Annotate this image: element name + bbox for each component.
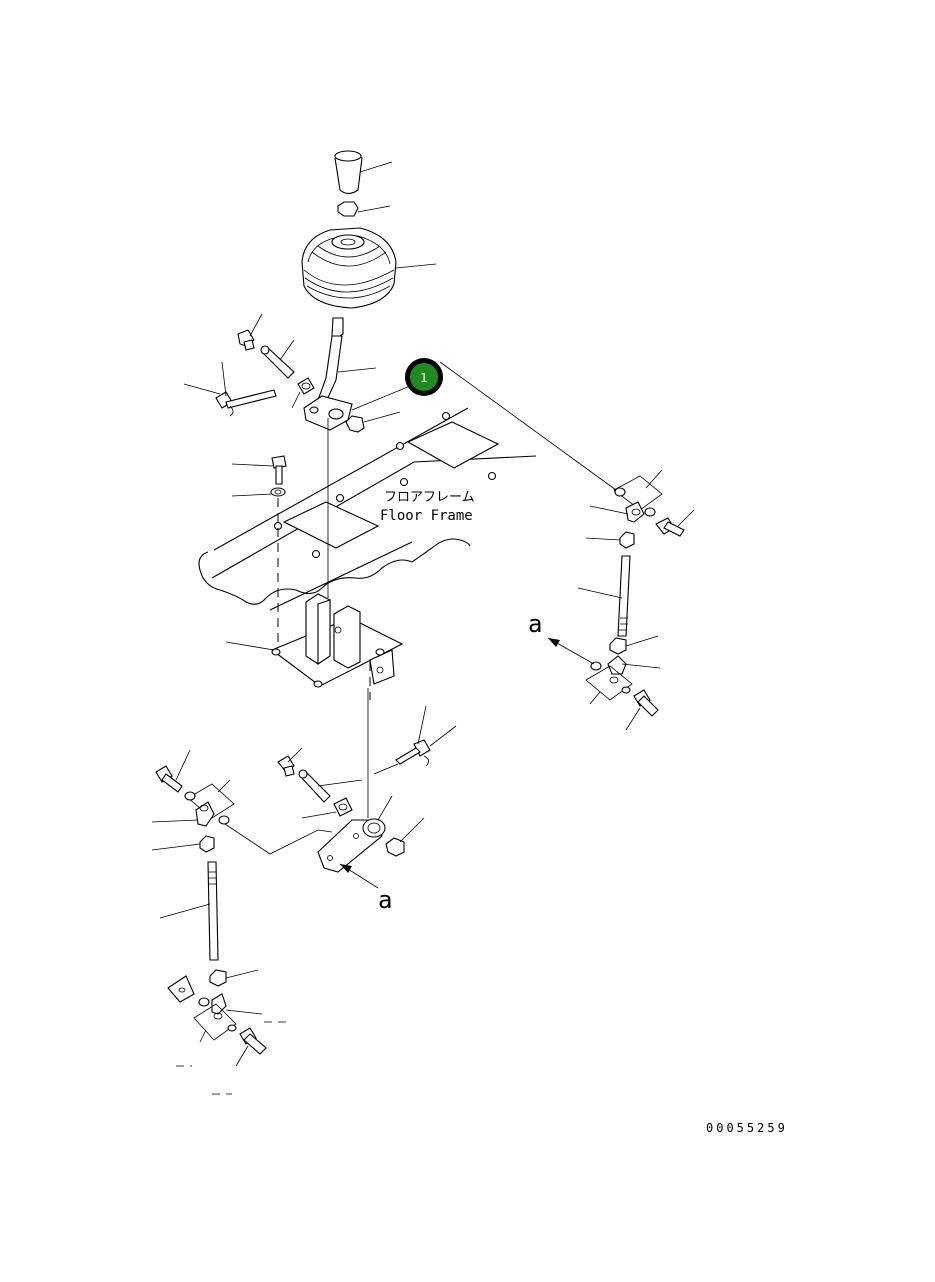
leader-pin-lower [317,779,363,787]
leader-bushing-lower [301,811,337,819]
floor-frame-label-en: Floor Frame [380,508,473,524]
nut-right-lower [609,637,627,655]
leader-bolt-lower-3 [373,763,399,775]
link-connection-lower [221,821,333,855]
leader-boot [395,263,437,269]
leader-mount-bracket [225,641,275,651]
bolt-upper-left [215,389,277,409]
leader-plate-lower-left [217,779,231,793]
floor-frame [198,407,537,611]
leader-ball-joint-right-lower [621,663,661,669]
bolt-right-lower [633,689,659,717]
callout-1-label: 1 [420,371,428,385]
leader-nut-right-lower [625,635,659,647]
nut-right-upper [619,531,635,549]
leader-ball-joint-lower-left-2 [225,1009,263,1015]
leader-nut-upper [357,205,391,213]
leader-ball-joint-right [589,505,629,515]
lock-pin-mark [229,405,234,417]
ball-joint-right [625,501,645,523]
nut-lower-left-lower [209,969,227,987]
leader-callout-1-long [439,361,617,491]
leader-bolt-lower-1 [417,705,427,745]
view-label-a-upper: a [528,610,542,638]
leader-pin-upper [279,339,295,361]
nut-lower-left-upper [199,835,215,853]
pin-upper [260,345,295,379]
leader-nut-lower-left-upper [151,843,201,851]
bolt-lower-left-2 [239,1027,267,1055]
leader-rod-right [577,587,623,599]
lever-boot [301,227,397,309]
leader-bolt-lower-left-2 [235,1045,249,1067]
leader-nut-lower-left-lower [225,969,259,979]
ball-joint-right-lower [607,655,627,684]
leader-nut-right-upper [585,537,621,541]
lever-rod [317,317,344,403]
leader-bolt-ul-2 [221,361,227,397]
leader-rod-lower-left [159,903,211,919]
leader-bolt-lower-left [175,749,191,781]
bolt-right-upper [655,517,685,537]
nut-bracket [345,415,365,433]
fitting-lower-center [277,755,295,777]
leader-callout-1 [351,385,411,411]
nut-upper [337,201,359,217]
bushing-lower [333,797,353,817]
leader-bolt-floor [231,463,275,467]
floor-frame-label-jp: フロアフレーム [384,490,475,505]
lock-pin-lower [423,755,429,767]
leader-plate-right [645,469,663,489]
leader-plate-lower-left-2 [199,1029,207,1043]
rod-right [617,555,631,637]
lever-bracket-lower [317,818,386,873]
fitting-upper-left [237,329,255,351]
clip-lower-left [167,975,195,1003]
rod-lower-left [207,861,219,961]
bolt-lower-center [395,739,431,765]
bolt-lower-left [155,765,183,793]
view-label-a-lower: a [378,886,392,914]
bolt-floor [271,455,287,485]
lever-bracket [303,395,353,431]
washer-floor [270,487,286,497]
leader-bolt-right-lower [625,707,641,731]
drawing-number: 00055259 [706,1121,788,1135]
leader-bolt-ul [183,383,221,395]
leader-lever [337,367,377,373]
plate-right-upper [613,475,663,517]
view-arrow-a-lower [339,863,379,889]
leader-nut-lower [399,817,425,843]
leader-bolt-right-upper [677,509,695,527]
leader-plate-right-lower [589,691,601,705]
plate-lower-left-2 [193,997,237,1041]
leader-fitting-ul [249,313,263,337]
leader-bushing-upper [291,391,301,409]
leader-lever-bracket-lower [377,795,393,821]
mount-bracket [270,593,404,688]
leader-ball-joint-lower-left [151,819,199,823]
leader-bolt-lower-2 [429,725,457,747]
leader-nut-bracket [363,411,401,423]
leader-knob [359,161,393,173]
leader-fitting-lower [287,747,303,763]
lever-knob [334,150,363,195]
ball-joint-lower-left [195,801,215,827]
leader-washer-floor [231,493,273,497]
pin-lower [298,769,331,803]
nut-lower [385,837,405,857]
bushing-upper [297,377,315,395]
view-arrow-a-upper [547,637,595,665]
callout-1[interactable]: 1 [405,358,443,396]
